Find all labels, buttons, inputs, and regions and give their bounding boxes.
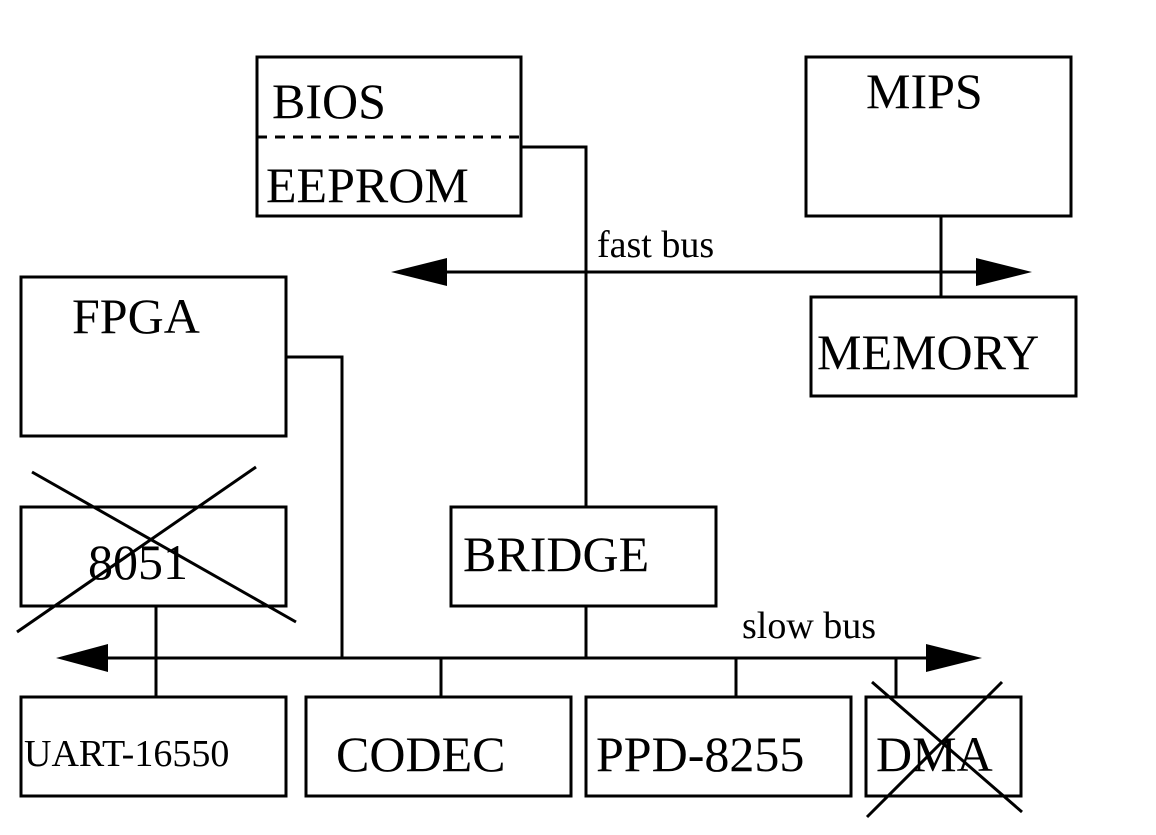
memory-block: MEMORY	[809, 295, 1078, 398]
fpga-label: FPGA	[72, 288, 200, 344]
ppd-label: PPD-8255	[596, 726, 804, 782]
i8051-label: 8051	[88, 534, 188, 590]
mips-label: MIPS	[866, 63, 983, 119]
ppd-block: PPD-8255	[584, 695, 853, 798]
eeprom-label: EEPROM	[266, 157, 469, 213]
bios-eeprom-block: BIOS EEPROM	[255, 55, 523, 218]
fast-bus-left-arrow	[391, 258, 447, 286]
codec-label: CODEC	[336, 726, 505, 782]
slow-bus-left-arrow	[56, 644, 108, 672]
bridge-label: BRIDGE	[463, 526, 649, 582]
bios-to-bridge-wire	[521, 145, 588, 508]
slow-bus-label: slow bus	[742, 605, 876, 647]
fpga-block: FPGA	[19, 275, 288, 438]
fpga-to-slowbus-wire	[287, 355, 344, 658]
fast-bus-label: fast bus	[597, 224, 714, 266]
bridge-block: BRIDGE	[449, 505, 718, 608]
dma-block: DMA	[864, 680, 1023, 819]
dma-crossed-out-mark	[871, 680, 1023, 814]
i8051-crossed-out-mark	[16, 465, 257, 634]
slow-bus-right-arrow	[926, 644, 982, 672]
bios-label: BIOS	[272, 73, 386, 129]
uart-block: UART-16550	[19, 695, 288, 798]
uart-label: UART-16550	[24, 733, 229, 775]
dma-crossed-out-mark	[865, 680, 1004, 819]
codec-block: CODEC	[304, 695, 573, 798]
i8051-block: 8051	[16, 465, 297, 634]
memory-label: MEMORY	[817, 324, 1039, 380]
mips-block: MIPS	[804, 55, 1073, 218]
i8051-crossed-out-mark	[31, 470, 297, 624]
fast-bus-right-arrow	[976, 258, 1032, 286]
